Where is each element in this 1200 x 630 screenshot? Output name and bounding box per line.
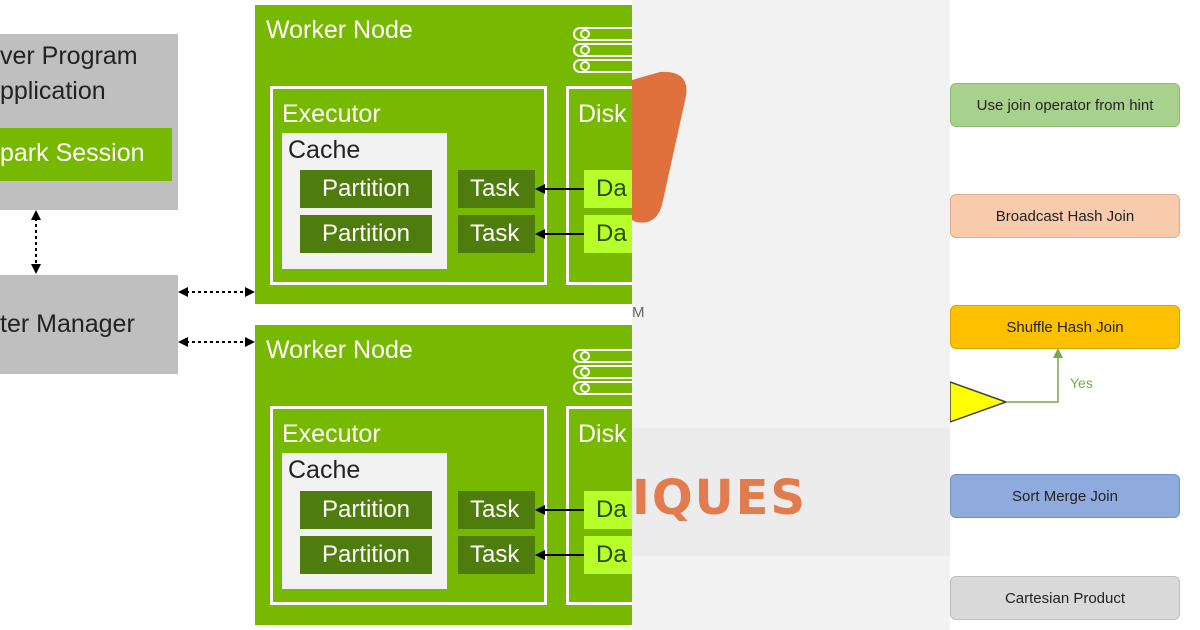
disk-2-label: Disk — [578, 420, 627, 448]
disk-2-frame — [566, 406, 632, 605]
cluster-manager-label: ter Manager — [0, 310, 135, 338]
spark-session-box — [0, 128, 172, 181]
executor-1-frame — [270, 86, 547, 285]
banner-text: IQUES — [632, 470, 807, 526]
data-2b: Da — [584, 536, 632, 574]
disk-1-frame — [566, 86, 632, 285]
worker-node-2-title: Worker Node — [266, 336, 413, 364]
spark-architecture-panel: ver Program pplication park Session ter … — [0, 5, 632, 625]
join-hint-box: Use join operator from hint — [950, 83, 1180, 127]
cache-1-label: Cache — [288, 136, 361, 164]
spark-session-label: park Session — [0, 139, 145, 167]
logo-panel: M IQUES — [632, 0, 950, 630]
worker-node-1-title: Worker Node — [266, 16, 413, 44]
partition-1b: Partition — [300, 215, 432, 253]
architecture-connectors — [31, 27, 632, 560]
task-2b: Task — [458, 536, 535, 574]
disk-stack-icon-2 — [573, 349, 632, 395]
data-1b: Da — [584, 215, 632, 253]
banner-band — [632, 428, 950, 556]
driver-program-label: ver Program — [0, 42, 138, 70]
logo-orange-shape — [632, 71, 687, 223]
disk-1-label: Disk — [578, 100, 627, 128]
logo-graphics — [632, 71, 950, 556]
task-1a: Task — [458, 170, 535, 208]
executor-2-label: Executor — [282, 420, 381, 448]
cropped-fragment-text: M — [632, 304, 645, 321]
disk-stack-icon-1 — [573, 27, 632, 73]
application-label: pplication — [0, 77, 106, 105]
yes-connector — [1006, 348, 1063, 403]
join-flow-panel: Use join operator from hint Broadcast Ha… — [950, 0, 1200, 630]
task-1b: Task — [458, 215, 535, 253]
data-1a: Da — [584, 170, 632, 208]
broadcast-hash-join-box: Broadcast Hash Join — [950, 194, 1180, 238]
data-2a: Da — [584, 491, 632, 529]
cache-2-label: Cache — [288, 456, 361, 484]
cartesian-product-box: Cartesian Product — [950, 576, 1180, 620]
sort-merge-join-box: Sort Merge Join — [950, 474, 1180, 518]
shuffle-hash-join-box: Shuffle Hash Join — [950, 305, 1180, 349]
partition-1a: Partition — [300, 170, 432, 208]
decision-diamond — [950, 381, 1009, 423]
join-flow-connectors — [950, 348, 1063, 423]
task-2a: Task — [458, 491, 535, 529]
partition-2b: Partition — [300, 536, 432, 574]
executor-1-label: Executor — [282, 100, 381, 128]
executor-2-frame — [270, 406, 547, 605]
partition-2a: Partition — [300, 491, 432, 529]
yes-label: Yes — [1070, 375, 1093, 391]
cluster-manager-box — [0, 275, 178, 374]
